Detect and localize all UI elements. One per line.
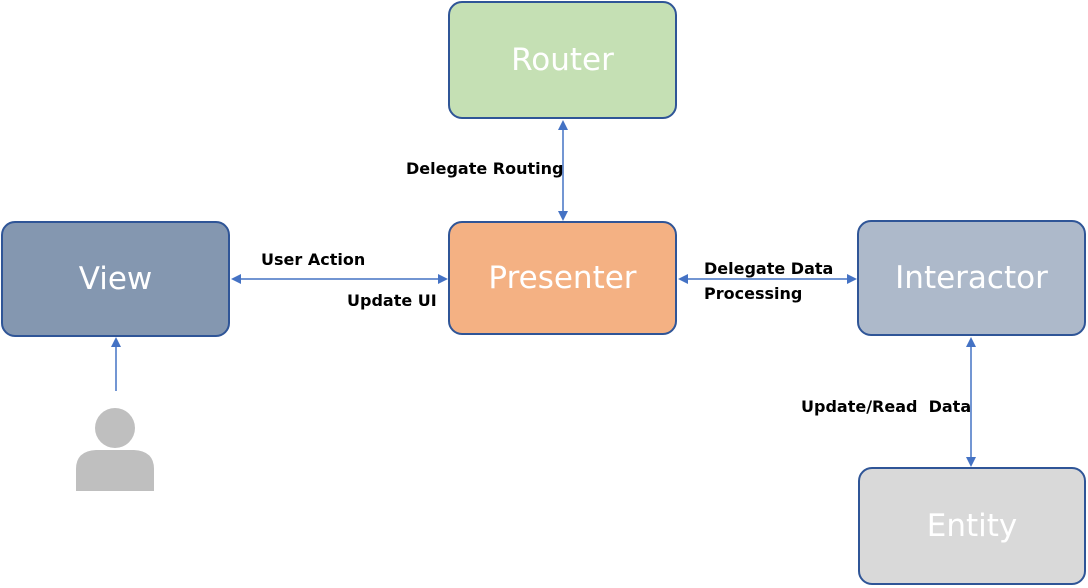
entity-node: Entity — [858, 467, 1086, 585]
interactor-label: Interactor — [895, 260, 1048, 296]
delegate-data-line2: Processing — [704, 284, 803, 303]
router-node: Router — [448, 1, 677, 119]
presenter-label: Presenter — [488, 260, 637, 296]
user-icon — [76, 408, 154, 491]
view-label: View — [78, 261, 153, 297]
view-node: View — [1, 221, 230, 337]
interactor-node: Interactor — [857, 220, 1086, 336]
user-action-label: User Action — [261, 250, 366, 269]
delegate-data-processing-label: Delegate Data Processing — [704, 256, 833, 306]
delegate-data-line1: Delegate Data — [704, 259, 834, 278]
router-label: Router — [511, 42, 614, 78]
update-read-data-label: Update/Read Data — [801, 397, 972, 416]
delegate-routing-label: Delegate Routing — [406, 159, 564, 178]
presenter-node: Presenter — [448, 221, 677, 335]
entity-label: Entity — [926, 508, 1018, 544]
update-ui-label: Update UI — [347, 291, 437, 310]
